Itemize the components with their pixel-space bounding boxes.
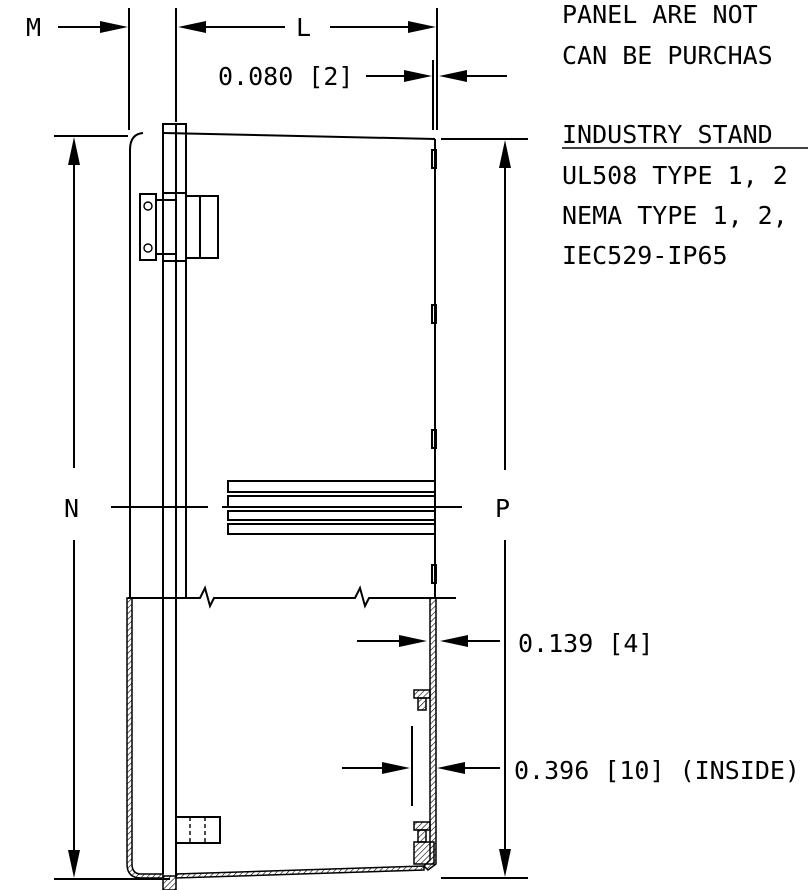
- dim-label-wall: 0.139 [4]: [518, 629, 653, 658]
- latch: [139, 192, 219, 262]
- dimension-l: L: [178, 8, 438, 130]
- dim-label-thickness-top: 0.080 [2]: [218, 62, 353, 91]
- notes-block: PANEL ARE NOT CAN BE PURCHAS INDUSTRY ST…: [562, 0, 808, 270]
- dim-label-m: M: [26, 13, 41, 42]
- standard-iec529: IEC529-IP65: [562, 241, 728, 270]
- dim-label-n: N: [64, 494, 79, 523]
- standards-heading: INDUSTRY STAND: [562, 120, 773, 149]
- dimension-p: P: [441, 138, 528, 879]
- note-line-1: PANEL ARE NOT: [562, 0, 758, 29]
- dimension-wall: 0.139 [4]: [357, 629, 653, 658]
- din-rail: [227, 480, 436, 535]
- dim-label-l: L: [296, 13, 311, 42]
- dimension-n: N: [54, 135, 170, 880]
- dimension-m: M: [26, 8, 177, 130]
- note-line-2: CAN BE PURCHAS: [562, 41, 773, 70]
- dim-label-inside: 0.396 [10] (INSIDE): [514, 756, 800, 785]
- section-view: [126, 597, 437, 890]
- enclosure-body: [129, 123, 437, 599]
- dim-label-p: P: [495, 494, 510, 523]
- dimension-inside: 0.396 [10] (INSIDE): [342, 726, 800, 806]
- break-line: [128, 585, 456, 609]
- standard-ul508: UL508 TYPE 1, 2: [562, 161, 788, 190]
- dimension-thickness-top: 0.080 [2]: [218, 60, 507, 130]
- standard-nema: NEMA TYPE 1, 2,: [562, 201, 788, 230]
